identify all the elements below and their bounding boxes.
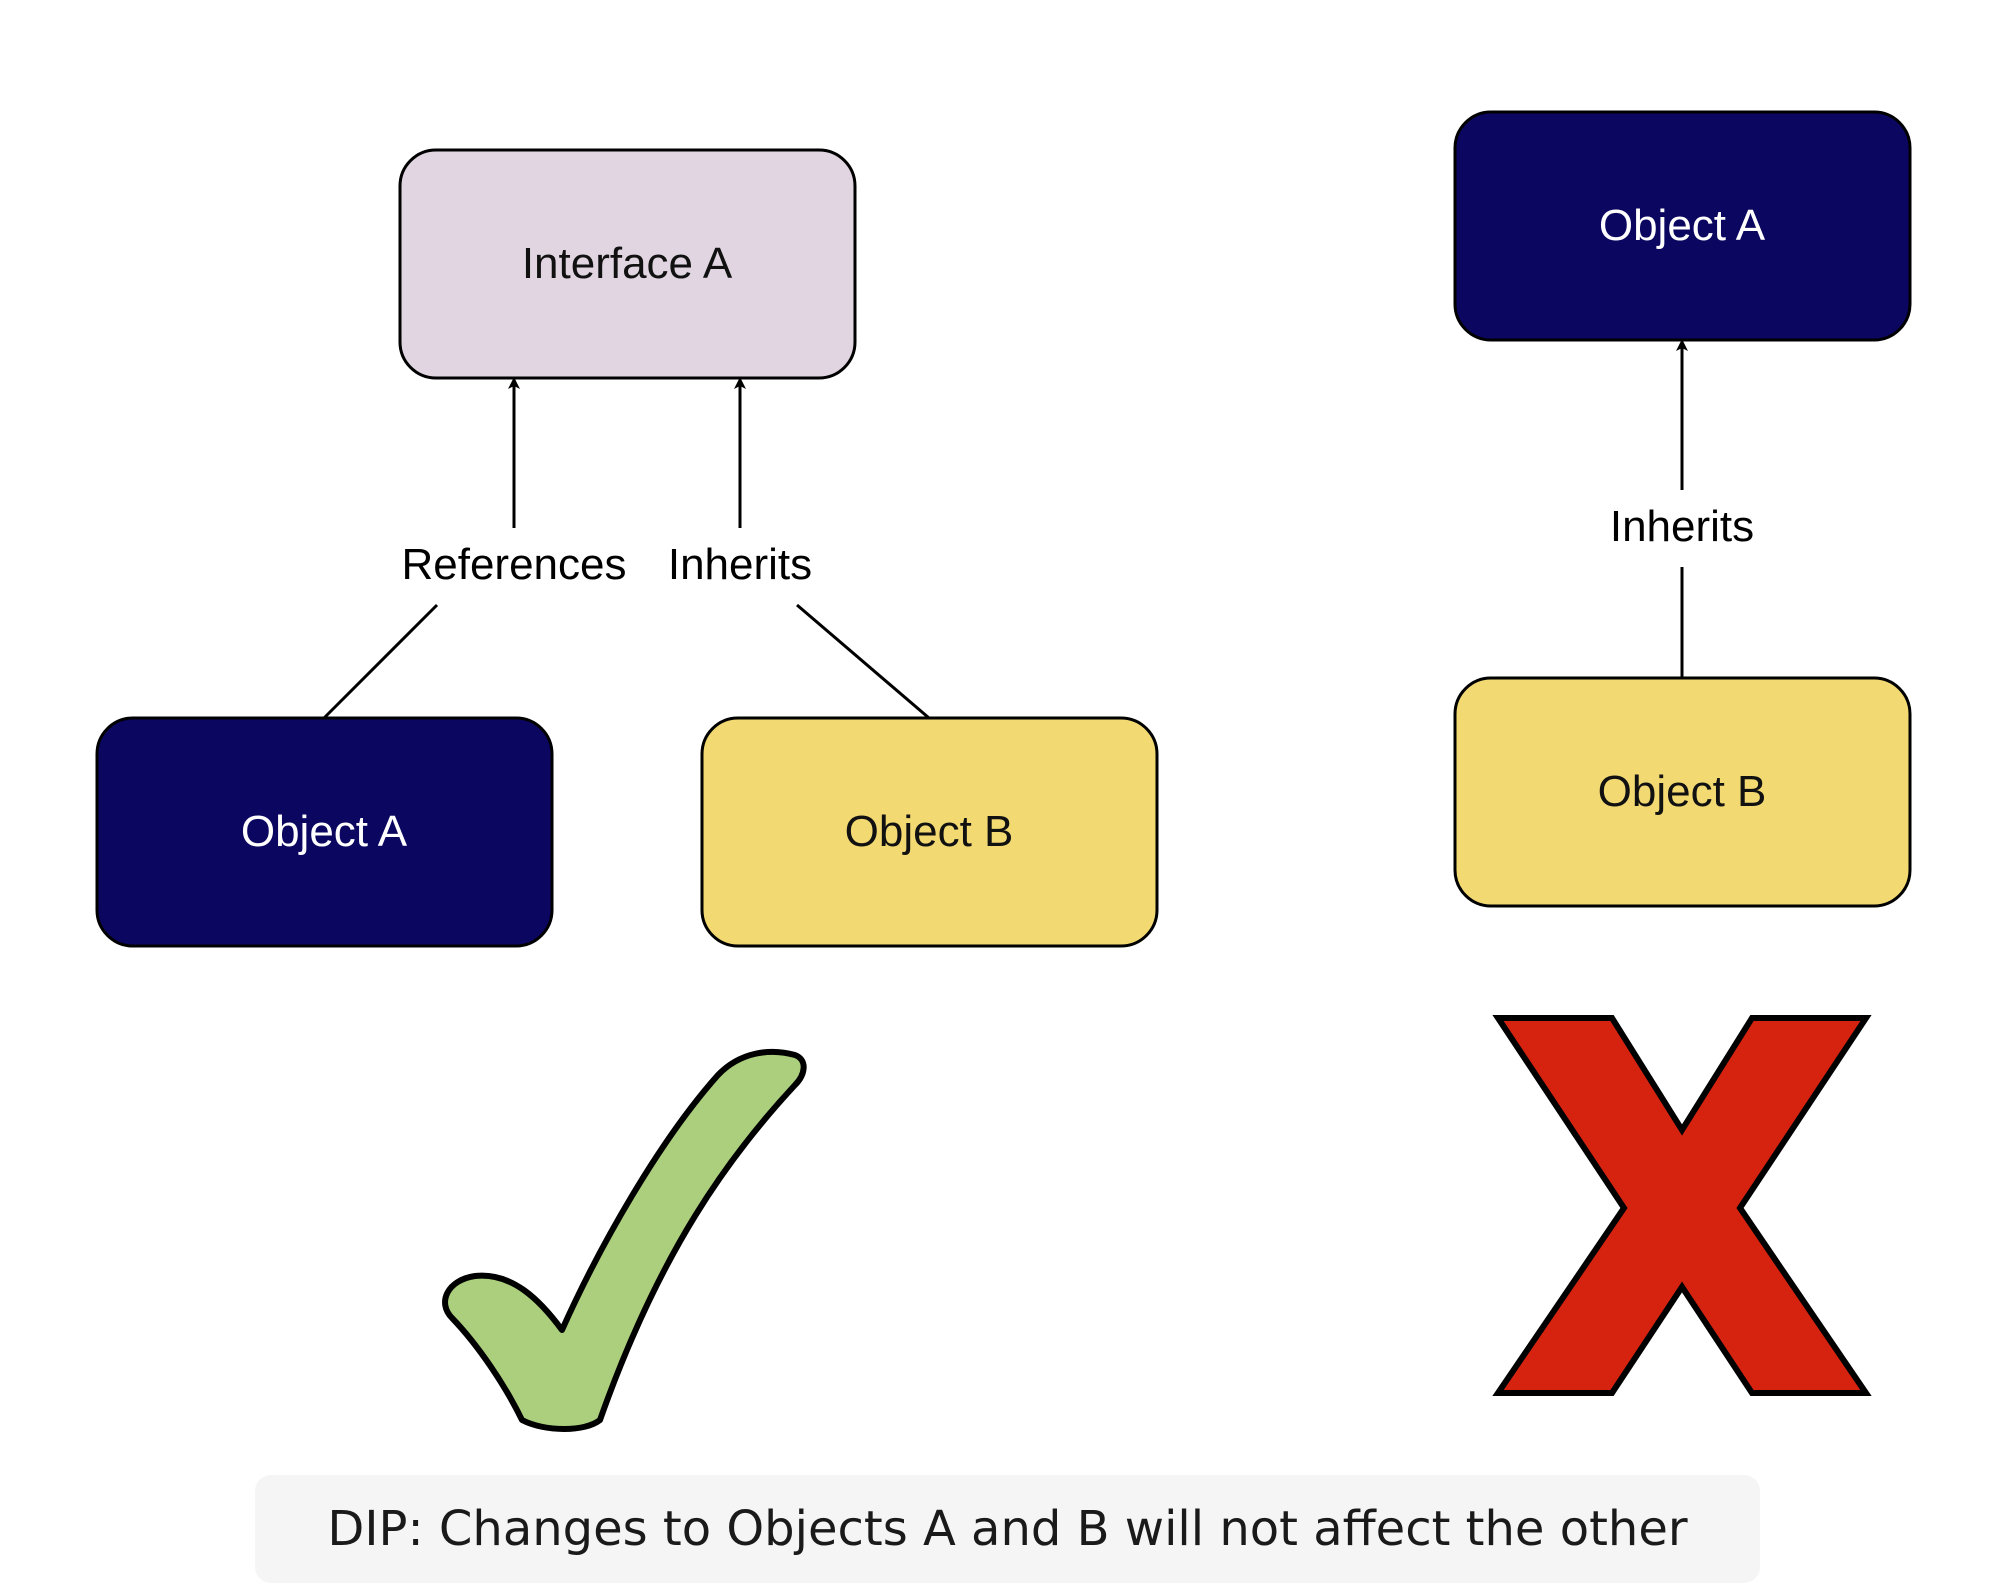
caption-text: DIP: Changes to Objects A and B will not… <box>327 1501 1688 1557</box>
object-b-label-left: Object B <box>845 807 1014 856</box>
object-a-label-right: Object A <box>1599 201 1766 250</box>
caption-banner: DIP: Changes to Objects A and B will not… <box>255 1475 1760 1583</box>
object-b-label-right: Object B <box>1598 767 1767 816</box>
object-b-node-right[interactable]: Object B <box>1453 676 1912 908</box>
left-diagram: Interface A Object A Object B References… <box>95 148 1159 1432</box>
object-a-node-right[interactable]: Object A <box>1453 110 1912 342</box>
inherits-edge-lower-left <box>796 603 930 720</box>
object-a-label-left: Object A <box>241 807 408 856</box>
right-diagram: Object A Object B Inherits <box>1453 110 1912 1396</box>
references-label: References <box>401 540 626 589</box>
references-edge-lower <box>322 603 439 720</box>
x-mark-icon <box>1492 1015 1872 1396</box>
interface-a-node[interactable]: Interface A <box>398 148 857 380</box>
check-mark-shape <box>442 1048 807 1432</box>
object-a-node-left[interactable]: Object A <box>95 716 554 948</box>
interface-a-label: Interface A <box>522 239 733 288</box>
object-b-node-left[interactable]: Object B <box>700 716 1159 948</box>
inherits-label-left: Inherits <box>668 540 812 589</box>
inherits-label-right: Inherits <box>1610 502 1754 551</box>
